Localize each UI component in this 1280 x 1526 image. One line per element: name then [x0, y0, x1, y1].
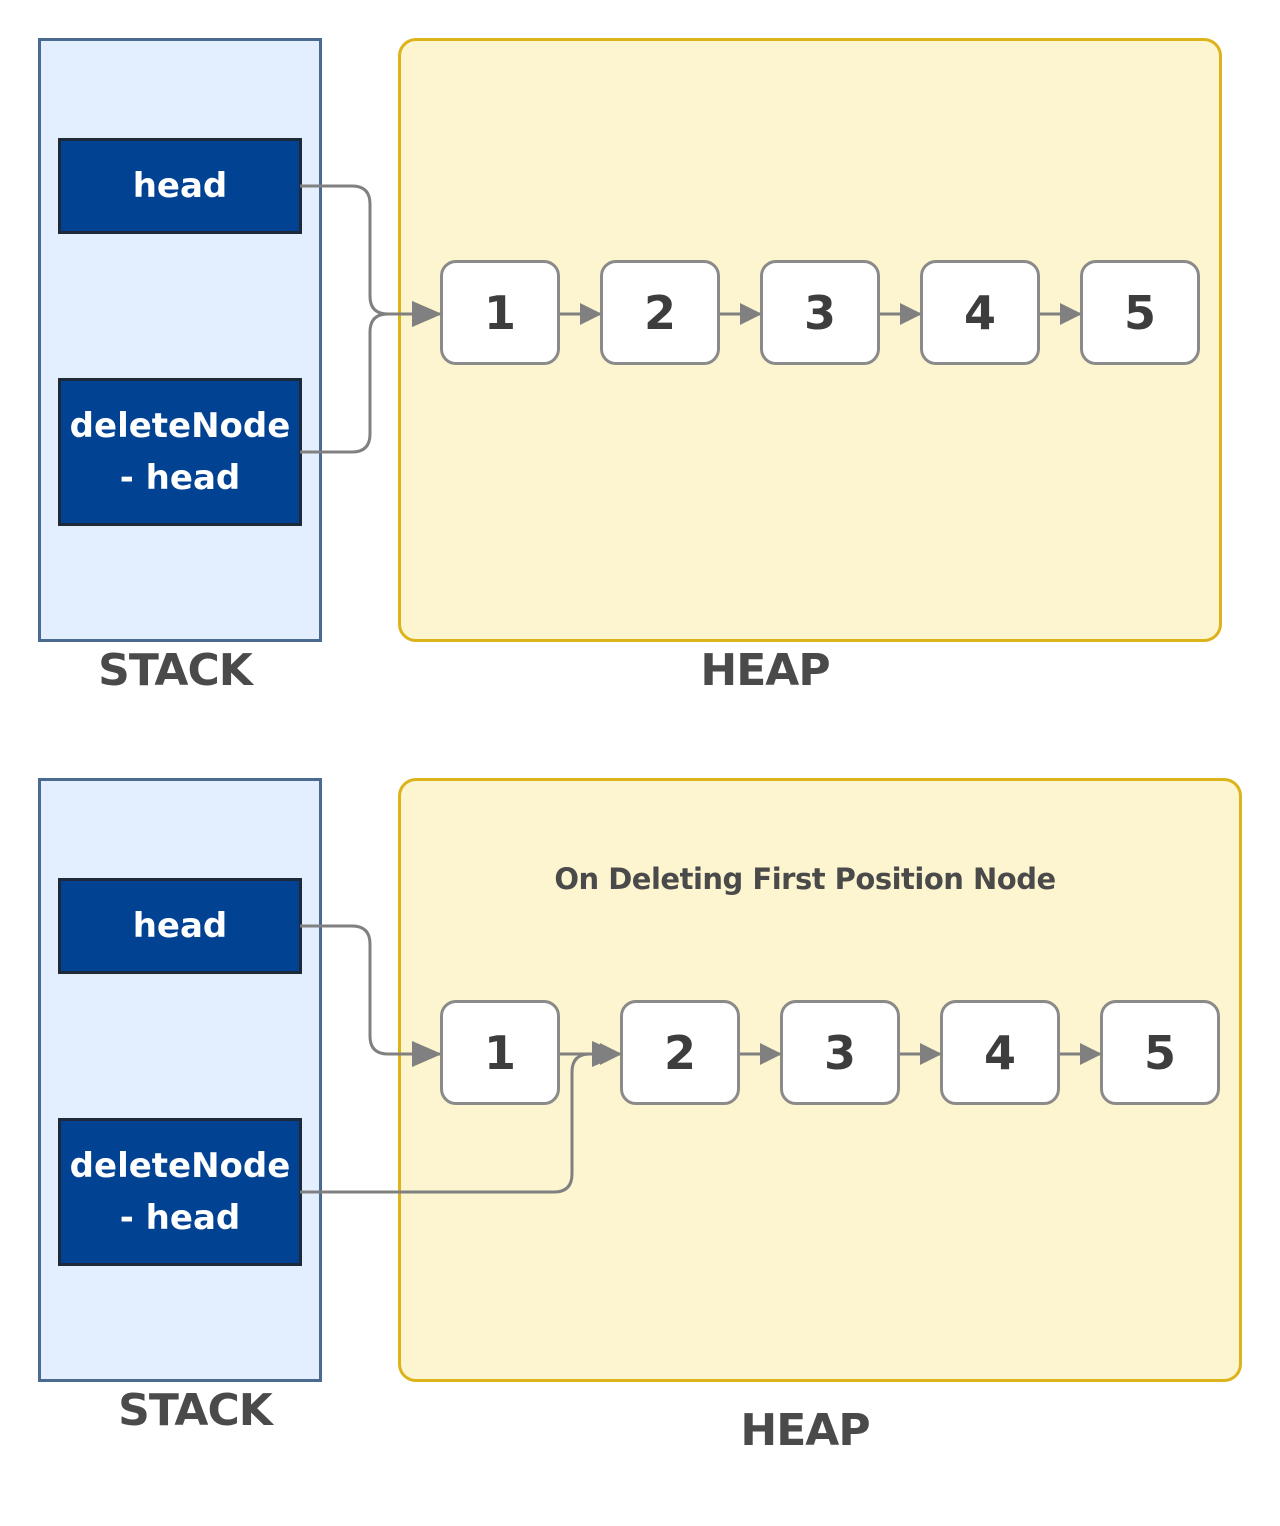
- panel-1-heap-label: HEAP: [700, 645, 830, 696]
- panel-2-stack: [38, 778, 322, 1382]
- panel-1-node-3: 3: [760, 260, 880, 365]
- panel-2-head-variable: head: [58, 878, 302, 974]
- panel-1-node-5: 5: [1080, 260, 1200, 365]
- panel-1-node-2: 2: [600, 260, 720, 365]
- panel-2-deletenode-variable: deleteNode - head: [58, 1118, 302, 1266]
- panel-2-node-1: 1: [440, 1000, 560, 1105]
- panel-1-stack: [38, 38, 322, 642]
- panel-2-node-3: 3: [780, 1000, 900, 1105]
- panel-2-heap-label: HEAP: [740, 1405, 870, 1456]
- panel-1-head-variable: head: [58, 138, 302, 234]
- panel-1-stack-label: STACK: [98, 645, 253, 696]
- panel-2-node-5: 5: [1100, 1000, 1220, 1105]
- panel-1-deletenode-variable: deleteNode - head: [58, 378, 302, 526]
- panel-2-stack-label: STACK: [118, 1385, 273, 1436]
- panel-1-node-4: 4: [920, 260, 1040, 365]
- panel-2-node-4: 4: [940, 1000, 1060, 1105]
- panel-2-node-2: 2: [620, 1000, 740, 1105]
- panel-2-caption: On Deleting First Position Node: [554, 862, 1056, 896]
- panel-1-node-1: 1: [440, 260, 560, 365]
